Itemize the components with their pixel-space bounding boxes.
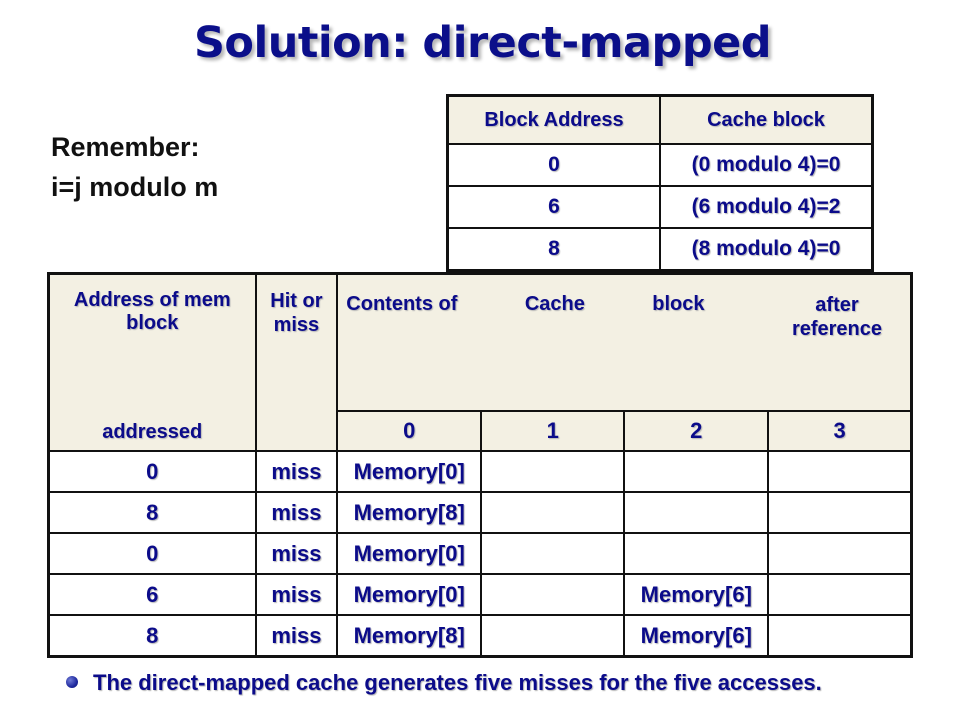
summary-bullet: The direct-mapped cache generates five m… bbox=[66, 670, 822, 696]
trace-header-row: Address of mem block addressed Hit or mi… bbox=[47, 272, 913, 452]
trace-row: 8 miss Memory[8] bbox=[47, 491, 913, 534]
header-address-cell: Address of mem block addressed bbox=[47, 272, 257, 452]
header-address-label: Address of mem block bbox=[73, 289, 231, 334]
trace-block-0: Memory[0] bbox=[336, 573, 483, 616]
trace-result: miss bbox=[254, 491, 339, 534]
trace-row: 0 miss Memory[0] bbox=[47, 450, 913, 493]
bullet-dot-icon bbox=[66, 676, 78, 689]
block-address-cell: 8 bbox=[446, 227, 662, 272]
header-contents-word-2: Cache bbox=[524, 293, 585, 315]
trace-address: 8 bbox=[47, 491, 257, 534]
remember-note: Remember: i=j modulo m bbox=[51, 127, 218, 207]
trace-block-2 bbox=[623, 491, 770, 534]
trace-block-2: Memory[6] bbox=[623, 614, 770, 658]
header-contents-word-1: Contents of bbox=[346, 293, 458, 315]
trace-result: miss bbox=[254, 450, 339, 493]
trace-block-3 bbox=[767, 450, 913, 493]
cache-trace-table: Address of mem block addressed Hit or mi… bbox=[47, 272, 913, 658]
block-address-table: Block Address Cache block 0 (0 modulo 4)… bbox=[446, 94, 874, 272]
cache-index-0: 0 bbox=[336, 410, 483, 452]
cache-index-3: 3 bbox=[767, 410, 913, 452]
trace-address: 0 bbox=[47, 532, 257, 575]
trace-block-1 bbox=[480, 614, 626, 658]
trace-block-0: Memory[8] bbox=[336, 491, 483, 534]
remember-formula: i=j modulo m bbox=[51, 172, 219, 202]
cache-block-cell: (8 modulo 4)=0 bbox=[659, 227, 874, 272]
block-address-cell: 0 bbox=[446, 143, 662, 187]
block-address-header-row: Block Address Cache block bbox=[446, 94, 874, 145]
trace-address: 8 bbox=[47, 614, 257, 658]
trace-row: 6 miss Memory[0] Memory[6] bbox=[47, 573, 913, 616]
trace-block-0: Memory[0] bbox=[336, 532, 483, 575]
trace-block-3 bbox=[767, 573, 913, 616]
trace-index-row: 0 1 2 3 bbox=[49, 410, 913, 452]
block-address-row: 8 (8 modulo 4)=0 bbox=[446, 227, 874, 272]
trace-block-0: Memory[0] bbox=[336, 450, 483, 493]
cache-index-2: 2 bbox=[623, 410, 770, 452]
header-contents-word-3: block bbox=[652, 293, 705, 315]
block-address-cell: 6 bbox=[446, 185, 662, 229]
trace-block-3 bbox=[767, 532, 913, 575]
cache-block-cell: (0 modulo 4)=0 bbox=[659, 143, 874, 187]
slide-title: Solution: direct-mapped bbox=[193, 18, 772, 68]
trace-result: miss bbox=[254, 532, 339, 575]
cache-block-cell: (6 modulo 4)=2 bbox=[659, 185, 874, 229]
header-cache-block: Cache block bbox=[659, 94, 874, 145]
cache-index-1: 1 bbox=[480, 410, 626, 452]
trace-address: 0 bbox=[47, 450, 257, 493]
trace-block-1 bbox=[480, 491, 626, 534]
trace-block-1 bbox=[480, 450, 626, 493]
remember-label: Remember: bbox=[51, 132, 200, 162]
header-contents-cell: Contents of Cache block after reference bbox=[336, 272, 913, 412]
trace-block-2 bbox=[623, 532, 770, 575]
summary-text: The direct-mapped cache generates five m… bbox=[93, 670, 822, 695]
trace-result: miss bbox=[254, 614, 339, 658]
trace-result: miss bbox=[254, 573, 339, 616]
header-block-address: Block Address bbox=[446, 94, 662, 145]
trace-block-1 bbox=[480, 573, 626, 616]
header-addressed-label: addressed bbox=[102, 421, 203, 443]
header-contents-word-4: after reference bbox=[791, 294, 882, 340]
trace-block-2 bbox=[623, 450, 770, 493]
header-hit-or-miss: Hit or miss bbox=[254, 272, 339, 452]
trace-block-2: Memory[6] bbox=[623, 573, 770, 616]
trace-block-3 bbox=[767, 491, 913, 534]
trace-block-1 bbox=[480, 532, 626, 575]
trace-block-3 bbox=[767, 614, 913, 658]
trace-row: 0 miss Memory[0] bbox=[47, 532, 913, 575]
trace-address: 6 bbox=[47, 573, 257, 616]
block-address-row: 0 (0 modulo 4)=0 bbox=[446, 143, 874, 187]
block-address-row: 6 (6 modulo 4)=2 bbox=[446, 185, 874, 229]
trace-row: 8 miss Memory[8] Memory[6] bbox=[47, 614, 913, 658]
trace-block-0: Memory[8] bbox=[336, 614, 483, 658]
